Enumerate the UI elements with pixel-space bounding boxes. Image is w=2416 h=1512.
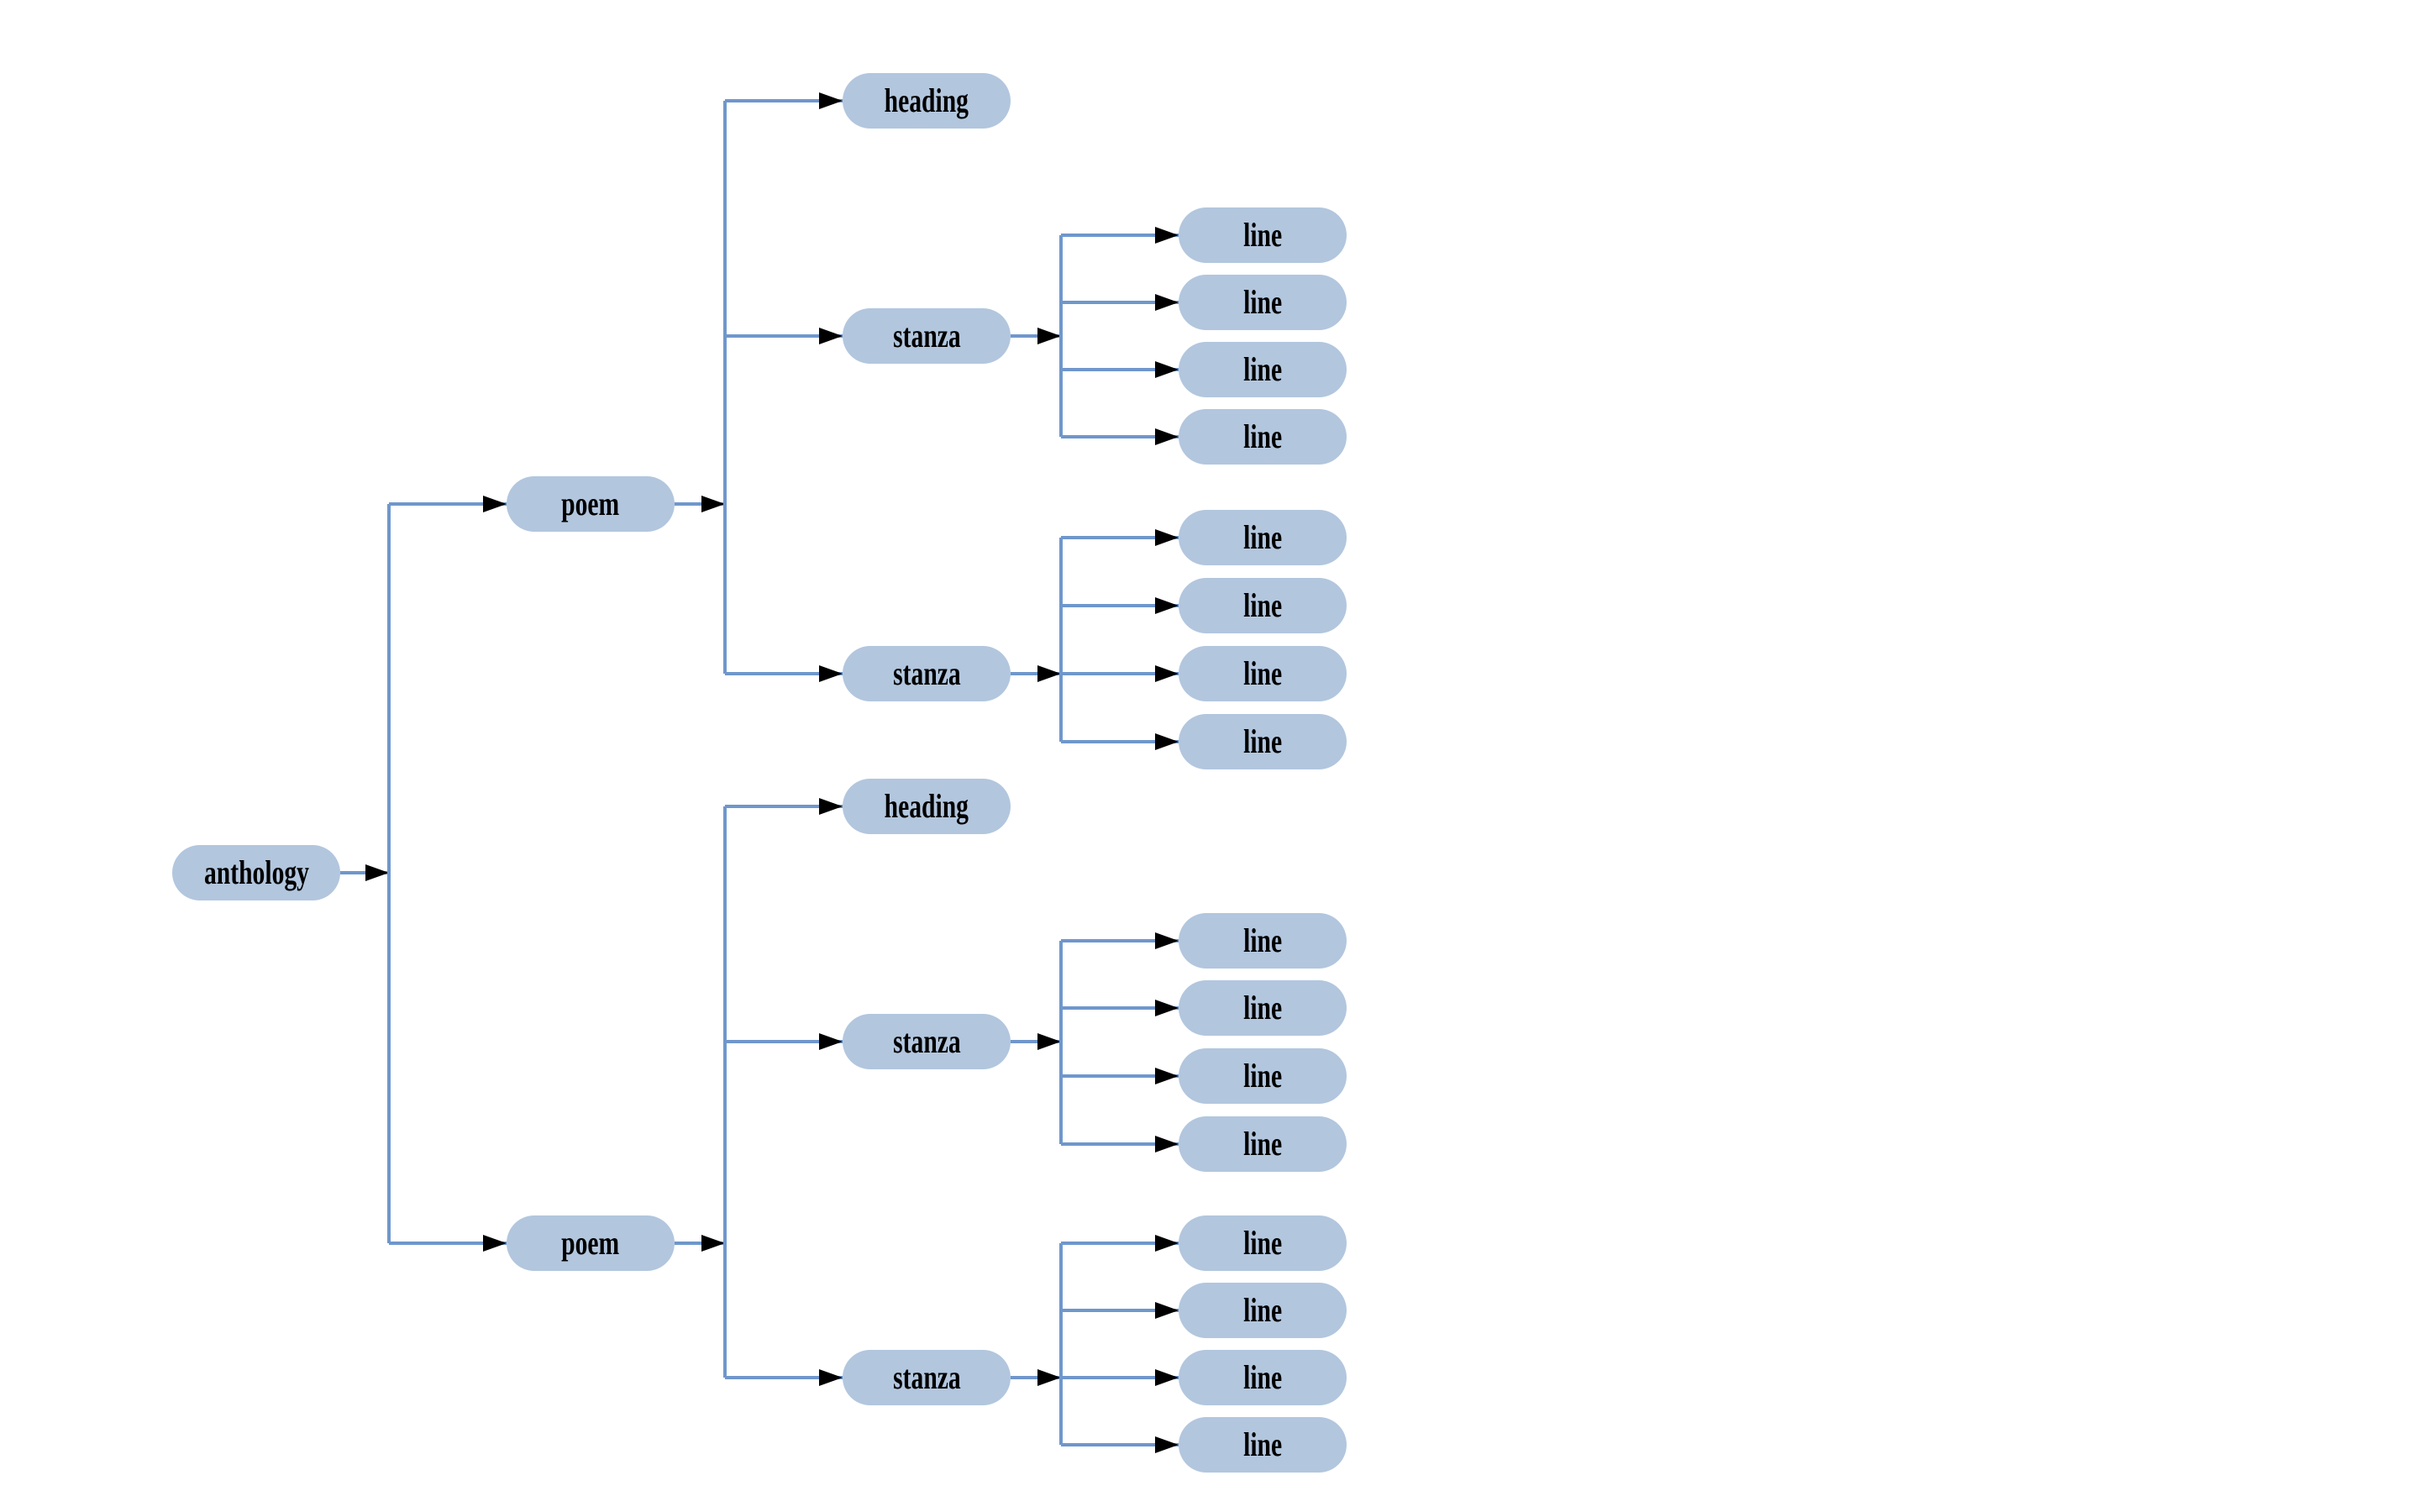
node-line-1-0-3-label: line bbox=[1242, 1125, 1283, 1163]
node-stanza-0-1-label: stanza bbox=[892, 654, 961, 692]
node-line-0-1-1: line bbox=[1179, 578, 1347, 633]
node-line-0-1-2: line bbox=[1179, 646, 1347, 701]
node-poem-0: poem bbox=[507, 476, 675, 532]
node-line-1-1-1: line bbox=[1179, 1283, 1347, 1338]
node-line-0-1-0: line bbox=[1179, 510, 1347, 565]
node-line-0-0-1: line bbox=[1179, 275, 1347, 330]
node-poem-1-label: poem bbox=[561, 1224, 620, 1262]
node-line-0-1-3-label: line bbox=[1242, 722, 1283, 760]
node-line-1-0-0: line bbox=[1179, 913, 1347, 969]
node-heading-0-label: heading bbox=[884, 81, 969, 119]
edge-stems bbox=[340, 328, 1061, 1386]
node-line-0-0-0-label: line bbox=[1242, 216, 1283, 254]
node-line-1-1-1-label: line bbox=[1242, 1291, 1283, 1329]
node-line-0-1-1-label: line bbox=[1242, 586, 1283, 624]
node-heading-0: heading bbox=[843, 73, 1011, 129]
node-line-0-0-2-label: line bbox=[1242, 350, 1283, 388]
node-stanza-0-0-label: stanza bbox=[892, 317, 961, 354]
node-line-1-0-1: line bbox=[1179, 980, 1347, 1036]
node-heading-1: heading bbox=[843, 779, 1011, 834]
node-poem-0-label: poem bbox=[561, 485, 620, 522]
node-line-1-1-0: line bbox=[1179, 1215, 1347, 1271]
node-line-1-1-2: line bbox=[1179, 1350, 1347, 1405]
node-stanza-0-1: stanza bbox=[843, 646, 1011, 701]
node-line-1-0-2-label: line bbox=[1242, 1057, 1283, 1095]
node-stanza-1-0-label: stanza bbox=[892, 1022, 961, 1060]
node-line-1-0-2: line bbox=[1179, 1048, 1347, 1104]
node-line-0-0-3-label: line bbox=[1242, 417, 1283, 455]
node-line-1-0-1-label: line bbox=[1242, 989, 1283, 1026]
node-line-1-1-0-label: line bbox=[1242, 1224, 1283, 1262]
node-line-0-1-2-label: line bbox=[1242, 654, 1283, 692]
edge-branches bbox=[389, 92, 1179, 1453]
node-line-0-0-0: line bbox=[1179, 207, 1347, 263]
node-line-1-1-2-label: line bbox=[1242, 1358, 1283, 1396]
node-stanza-0-0: stanza bbox=[843, 308, 1011, 364]
node-stanza-1-1-label: stanza bbox=[892, 1358, 961, 1396]
node-line-1-1-3-label: line bbox=[1242, 1425, 1283, 1463]
node-line-0-1-0-label: line bbox=[1242, 518, 1283, 556]
node-stanza-1-0: stanza bbox=[843, 1014, 1011, 1069]
node-line-1-0-3: line bbox=[1179, 1116, 1347, 1172]
node-line-0-0-2: line bbox=[1179, 342, 1347, 397]
node-line-1-0-0-label: line bbox=[1242, 921, 1283, 959]
node-poem-1: poem bbox=[507, 1215, 675, 1271]
node-anthology: anthology bbox=[172, 845, 340, 900]
node-line-1-1-3: line bbox=[1179, 1417, 1347, 1473]
node-line-0-1-3: line bbox=[1179, 714, 1347, 769]
node-stanza-1-1: stanza bbox=[843, 1350, 1011, 1405]
node-line-0-0-3: line bbox=[1179, 409, 1347, 465]
node-line-0-0-1-label: line bbox=[1242, 283, 1283, 321]
edge-buses bbox=[387, 101, 1063, 1445]
node-anthology-label: anthology bbox=[203, 853, 309, 891]
node-heading-1-label: heading bbox=[884, 787, 969, 825]
